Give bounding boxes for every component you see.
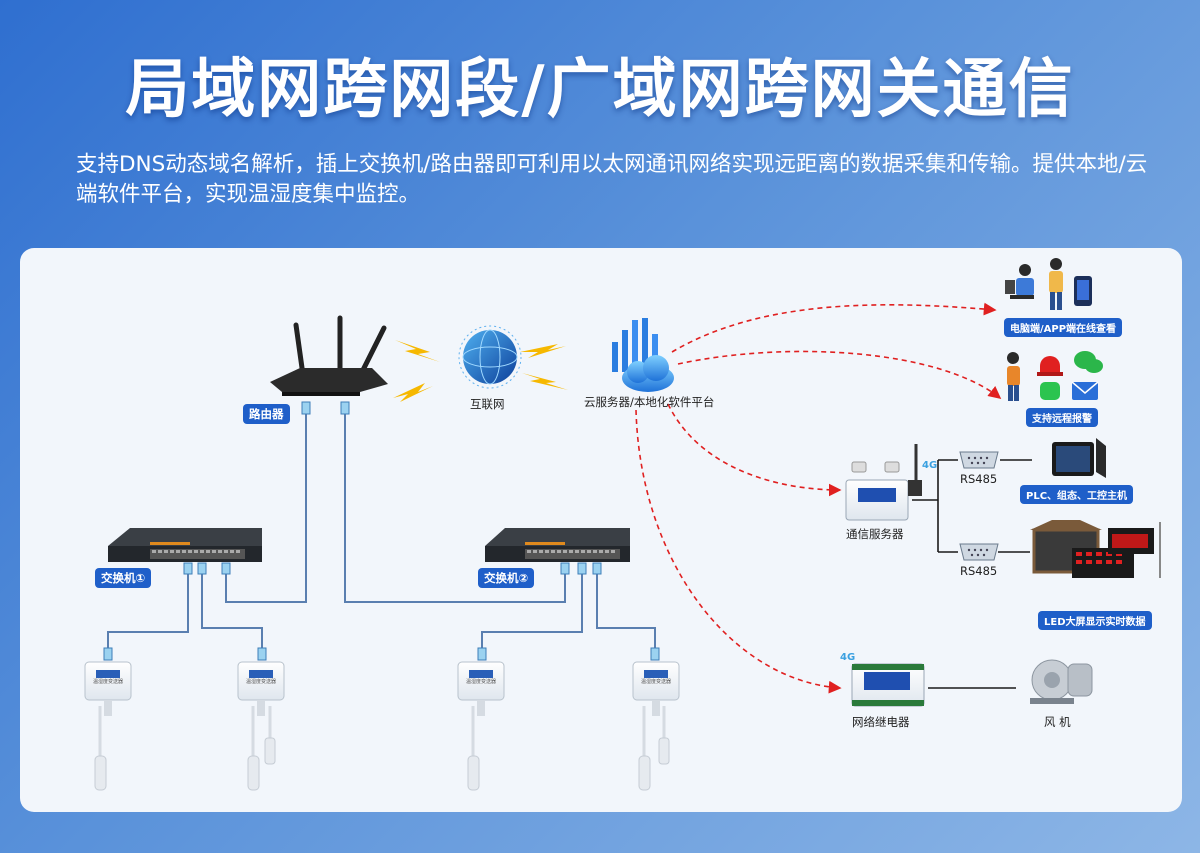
badge-4g-b: 4G [840, 652, 855, 663]
sensor-4-icon: 温湿度变送器 [632, 661, 680, 791]
sensor-4-caption: 温湿度变送器 [641, 678, 671, 685]
sensor-3-icon: 温湿度变送器 [457, 661, 505, 791]
switch-2-icon [485, 528, 630, 562]
rs485-port-icon-bottom [959, 543, 999, 561]
cloud-data-arrows [635, 302, 1002, 694]
cloud-platform-label: 云服务器/本地化软件平台 [584, 395, 715, 409]
ethernet-cables [107, 412, 656, 650]
sensor-1-caption: 温湿度变送器 [93, 678, 123, 685]
pc-app-label: 电脑端/APP端在线查看 [1004, 318, 1123, 337]
switch-2-label: 交换机② [478, 568, 535, 588]
page-description: 支持DNS动态域名解析，插上交换机/路由器即可利用以太网通讯网络实现远距离的数据… [76, 152, 1148, 207]
router-icon [270, 315, 388, 396]
cloud-server-icon [612, 318, 674, 392]
serial-links [912, 459, 1032, 689]
router-label: 路由器 [243, 404, 290, 424]
plc-label: PLC、组态、工控主机 [1020, 485, 1134, 504]
network-relay-label: 网络继电器 [852, 715, 910, 729]
led-display-label: LED大屏显示实时数据 [1038, 611, 1152, 630]
blower-fan-icon [1030, 659, 1093, 704]
rj45-connectors [103, 401, 660, 661]
internet-label: 互联网 [470, 397, 505, 411]
sensor-1-icon: 温湿度变送器 [84, 661, 132, 791]
pc-app-users-icon [1005, 258, 1092, 310]
fan-label: 风 机 [1044, 715, 1071, 729]
plc-monitor-icon [1052, 438, 1106, 478]
comm-server-icon [845, 444, 922, 521]
led-display-icon [1030, 520, 1161, 578]
network-relay-icon [851, 663, 925, 707]
remote-alarm-label: 支持远程报警 [1026, 408, 1098, 427]
page-title: 局域网跨网段/广域网跨网关通信 [125, 53, 1075, 127]
sensor-2-caption: 温湿度变送器 [246, 678, 276, 685]
signal-bolt-icons [393, 340, 568, 402]
rs485-port-icon-top [959, 451, 999, 469]
badge-4g-a: 4G [922, 460, 937, 471]
sensor-2-icon: 温湿度变送器 [237, 661, 285, 791]
switch-1-icon [108, 528, 262, 562]
switch-1-label: 交换机① [95, 568, 152, 588]
globe-icon [458, 325, 522, 389]
sensor-3-caption: 温湿度变送器 [466, 678, 496, 685]
rs485-label-bottom: RS485 [960, 564, 998, 578]
alarm-icons [1007, 351, 1103, 401]
rs485-label-top: RS485 [960, 472, 998, 486]
comm-server-label: 通信服务器 [846, 527, 904, 541]
